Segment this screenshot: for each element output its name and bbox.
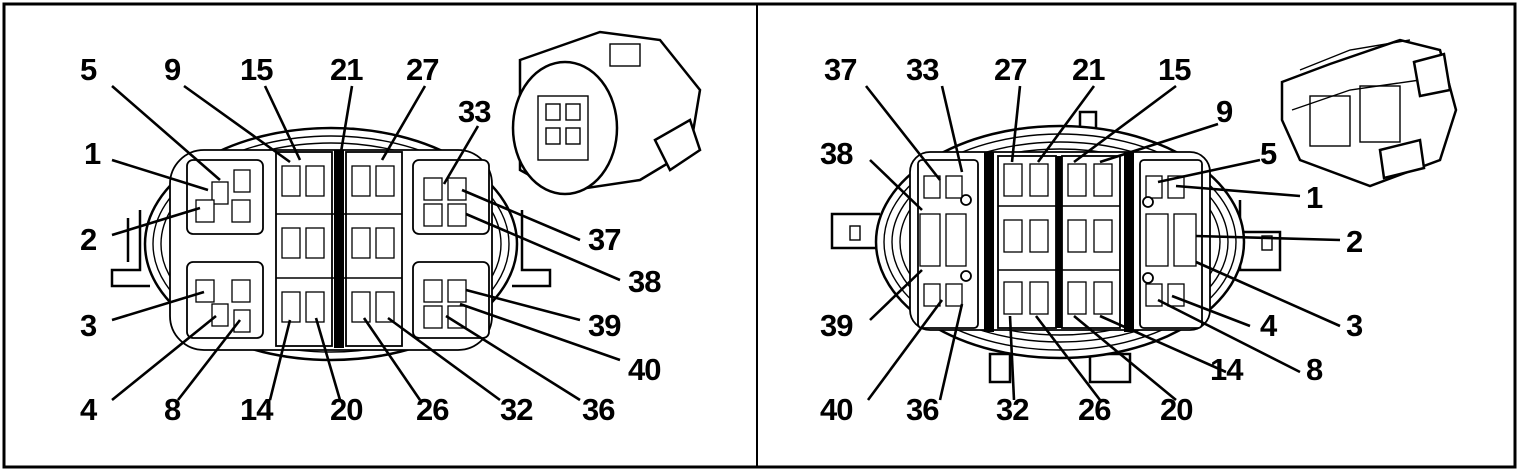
left-label-8: 8 <box>164 392 181 427</box>
right-connector-face <box>830 110 1282 384</box>
right-label-3: 3 <box>1346 308 1363 343</box>
right-label-8: 8 <box>1306 352 1323 387</box>
right-leader-lines <box>864 84 1341 402</box>
left-label-33: 33 <box>458 94 491 129</box>
left-label-1: 1 <box>84 136 101 171</box>
right-label-36: 36 <box>906 392 939 427</box>
right-label-15: 15 <box>1158 52 1191 87</box>
right-pin-labels: 37 33 27 21 15 9 5 38 1 2 39 4 3 14 8 40… <box>820 52 1364 427</box>
right-label-37: 37 <box>824 52 856 87</box>
left-label-3: 3 <box>80 308 97 343</box>
left-label-9: 9 <box>164 52 181 87</box>
left-pin-labels: 5 9 15 21 27 33 1 2 37 38 3 39 40 4 8 14… <box>80 52 662 427</box>
left-label-27: 27 <box>406 52 438 87</box>
right-panel: 37 33 27 21 15 9 5 38 1 2 39 4 3 14 8 40… <box>820 38 1458 427</box>
right-label-2: 2 <box>1346 224 1362 259</box>
right-label-33: 33 <box>906 52 939 87</box>
left-label-14: 14 <box>240 392 274 427</box>
right-connector-3d-view <box>1280 38 1458 188</box>
left-connector-face <box>110 126 552 362</box>
right-label-40: 40 <box>820 392 852 427</box>
left-connector-3d-view <box>511 30 702 196</box>
right-label-1: 1 <box>1306 180 1323 215</box>
left-label-36: 36 <box>582 392 615 427</box>
right-label-21: 21 <box>1072 52 1105 87</box>
right-label-20: 20 <box>1160 392 1192 427</box>
left-panel: 5 9 15 21 27 33 1 2 37 38 3 39 40 4 8 14… <box>80 30 702 427</box>
right-label-4: 4 <box>1260 308 1278 343</box>
right-label-9: 9 <box>1216 94 1233 129</box>
left-label-39: 39 <box>588 308 621 343</box>
left-label-38: 38 <box>628 264 661 299</box>
right-label-27: 27 <box>994 52 1026 87</box>
left-label-2: 2 <box>80 222 96 257</box>
left-label-21: 21 <box>330 52 363 87</box>
right-label-26: 26 <box>1078 392 1111 427</box>
left-label-4: 4 <box>80 392 98 427</box>
left-label-40: 40 <box>628 352 660 387</box>
left-label-5: 5 <box>80 52 97 87</box>
left-label-32: 32 <box>500 392 532 427</box>
left-leader-lines <box>111 84 621 402</box>
right-label-32: 32 <box>996 392 1028 427</box>
right-label-14: 14 <box>1210 352 1244 387</box>
left-label-37: 37 <box>588 222 620 257</box>
right-label-39: 39 <box>820 308 853 343</box>
left-label-20: 20 <box>330 392 362 427</box>
right-label-5: 5 <box>1260 136 1277 171</box>
left-label-26: 26 <box>416 392 449 427</box>
right-label-38: 38 <box>820 136 853 171</box>
left-label-15: 15 <box>240 52 273 87</box>
